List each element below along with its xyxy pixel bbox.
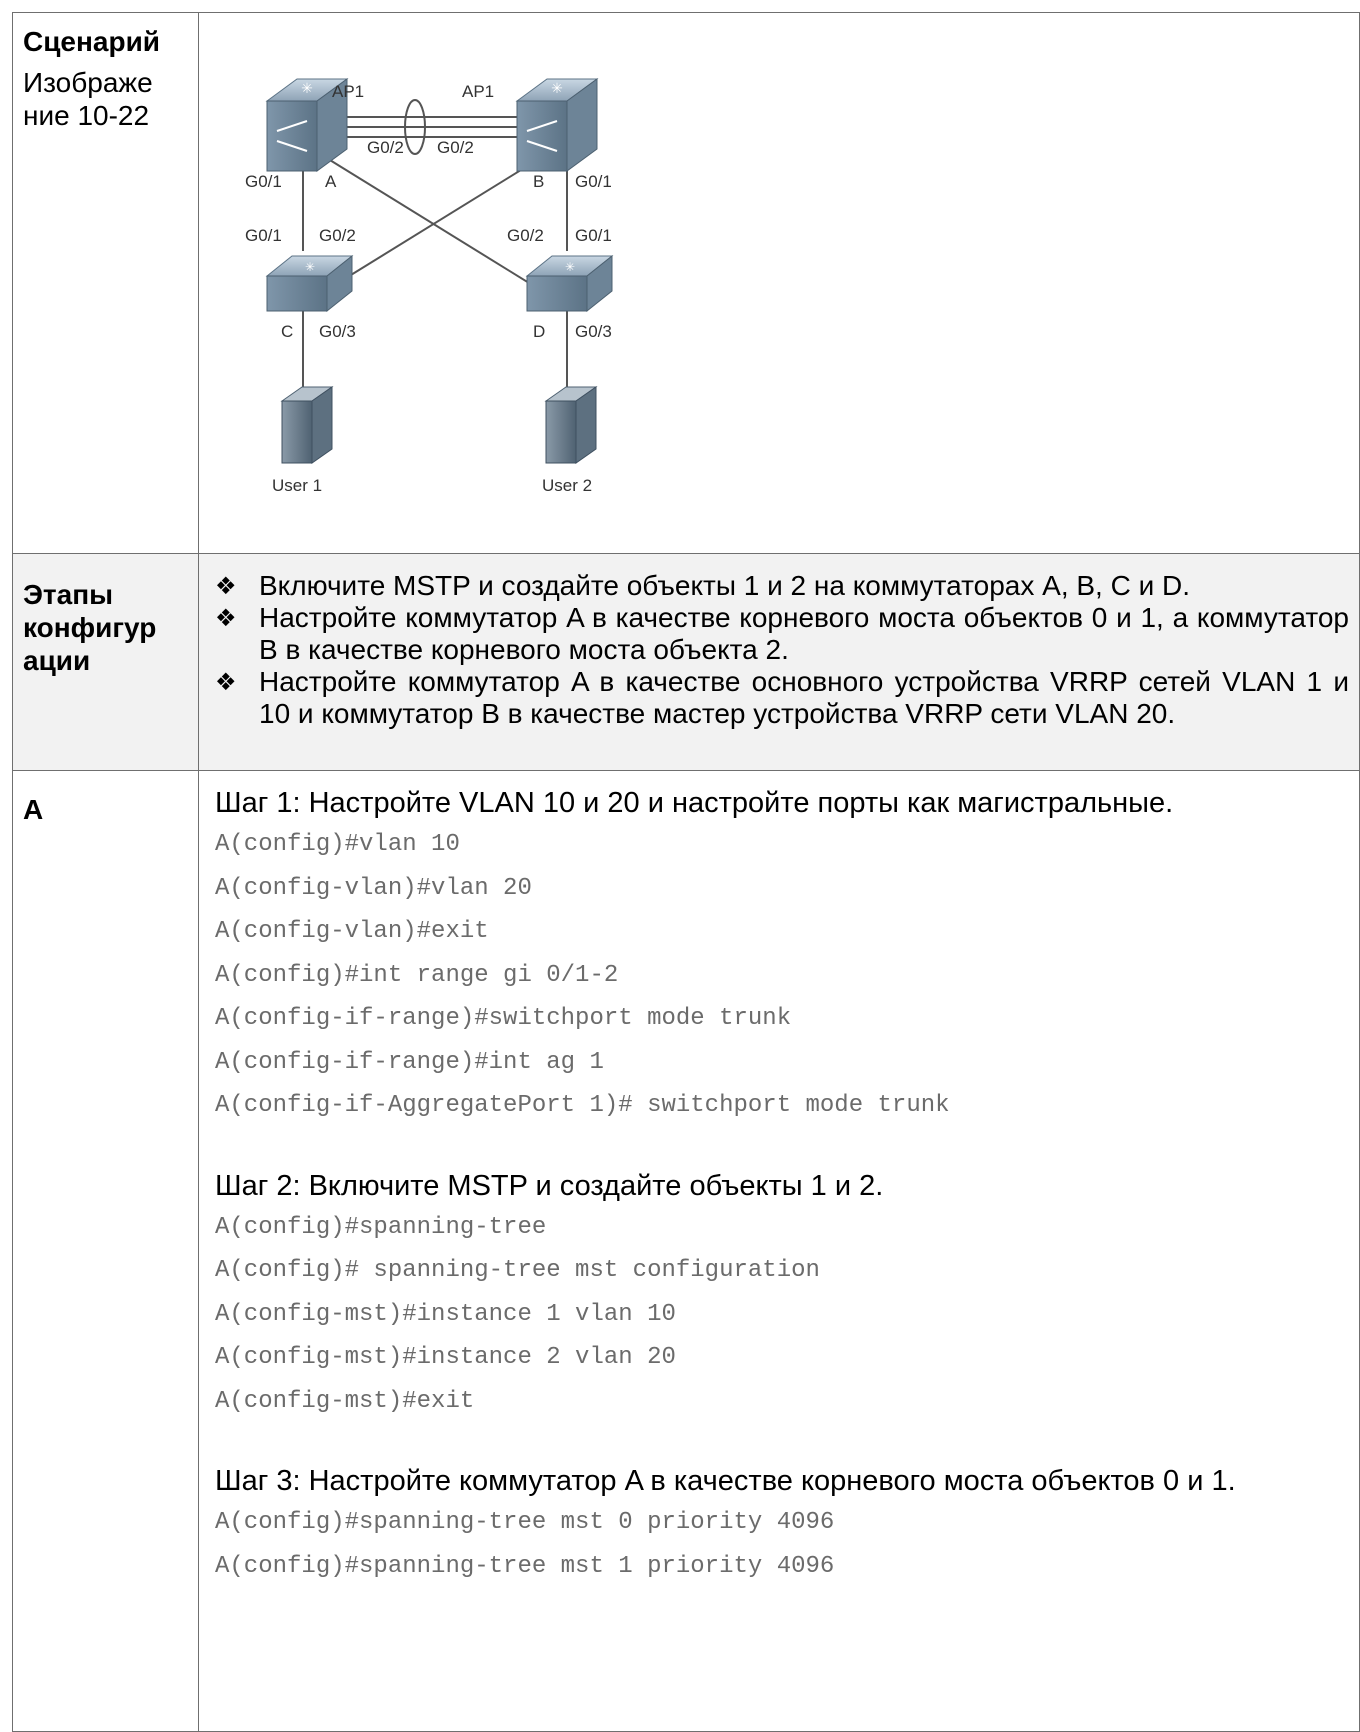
switch-b-label: B [533,172,544,191]
port-label-c-g02: G0/2 [319,226,356,245]
diamond-bullet-icon: ❖ [215,572,237,600]
port-label-d-g01: G0/1 [575,226,612,245]
device-a-row: A Шаг 1: Настройте VLAN 10 и 20 и настро… [12,770,1360,1732]
code-line: A(config)#spanning-tree mst 0 priority 4… [215,1509,835,1536]
user-2-label: User 2 [542,476,592,495]
config-steps-label-cell: Этапы конфигур ации [12,553,199,771]
scenario-figure-cell: ✳ ✳ ✳ [198,12,1360,554]
port-label-c-g03: G0/3 [319,322,356,341]
config-steps-list: ❖Включите MSTP и создайте объекты 1 и 2 … [199,554,1359,730]
ap1-label-right: AP1 [462,82,494,101]
scenario-label-cell: Сценарий Изображе ние 10-22 [12,12,199,554]
switch-d-label: D [533,322,545,341]
code-line: A(config-mst)#instance 1 vlan 10 [215,1300,676,1328]
device-a-content-cell: Шаг 1: Настройте VLAN 10 и 20 и настройт… [198,770,1360,1732]
ap1-bundle-ellipse [404,99,426,155]
switch-c-icon: ✳ [265,254,354,313]
network-topology-diagram: ✳ ✳ ✳ [245,78,614,495]
step-1-title: Шаг 1: Настройте VLAN 10 и 20 и настройт… [215,787,1174,819]
code-line: A(config-if-range)#int ag 1 [215,1048,604,1076]
code-line: A(config)#int range gi 0/1-2 [215,961,619,989]
svg-text:✳: ✳ [305,260,315,274]
list-item: ❖Настройте коммутатор A в качестве основ… [215,666,1349,729]
port-label-b-g02: G0/2 [437,138,474,157]
port-label-d-g02: G0/2 [507,226,544,245]
port-label-b-g01: G0/1 [575,172,612,191]
figure-caption-line-1: Изображе [23,67,153,98]
switch-d-icon: ✳ [525,254,614,313]
list-item: ❖Включите MSTP и создайте объекты 1 и 2 … [215,570,1191,601]
scenario-label: Сценарий [23,26,161,57]
code-line: A(config-if-AggregatePort 1)# switchport… [215,1092,950,1119]
code-line: A(config-vlan)#vlan 20 [215,874,532,902]
config-table: Сценарий Изображе ние 10-22 [12,12,1360,1732]
config-steps-content-cell: ❖Включите MSTP и создайте объекты 1 и 2 … [198,553,1360,771]
port-label-c-g01: G0/1 [245,226,282,245]
diamond-bullet-icon: ❖ [215,668,237,696]
config-steps-label-line-1: Этапы [23,579,114,610]
config-steps-label-line-2: конфигур [23,612,157,643]
step-3-title: Шаг 3: Настройте коммутатор A в качестве… [215,1465,1236,1497]
document-page: Сценарий Изображе ние 10-22 [12,12,1360,1732]
user-1-label: User 1 [272,476,322,495]
svg-text:✳: ✳ [301,80,313,96]
device-a-label-cell: A [12,770,199,1732]
code-line: A(config)#spanning-tree mst 1 priority 4… [215,1552,835,1580]
links [302,99,568,396]
list-item: ❖Настройте коммутатор A в качестве корне… [215,602,1349,665]
config-steps-row: Этапы конфигур ации ❖Включите MSTP и соз… [12,553,1360,771]
user-1-pc-icon [280,386,334,464]
code-line: A(config)# spanning-tree mst configurati… [215,1257,820,1284]
device-a-label: A [23,794,44,825]
code-line: A(config-vlan)#exit [215,918,489,945]
config-steps-label-line-3: ации [23,645,91,676]
ap1-label-left: AP1 [332,82,364,101]
switch-b-icon: ✳ [515,78,599,172]
switch-a-icon: ✳ [265,78,349,172]
port-label-a-g01: G0/1 [245,172,282,191]
diamond-bullet-icon: ❖ [215,604,237,632]
code-line: A(config)#vlan 10 [215,831,460,858]
port-label-d-g03: G0/3 [575,322,612,341]
svg-text:✳: ✳ [551,80,563,96]
switch-c-label: C [281,322,293,341]
code-line: A(config)#spanning-tree [215,1213,547,1241]
code-line: A(config-mst)#exit [215,1387,475,1415]
code-line: A(config-mst)#instance 2 vlan 20 [215,1344,676,1371]
step-2-title: Шаг 2: Включите MSTP и создайте объекты … [215,1169,884,1202]
figure-caption-line-2: ние 10-22 [23,100,150,131]
port-label-a-g02: G0/2 [367,138,404,157]
switch-a-label: A [325,172,337,191]
scenario-row: Сценарий Изображе ние 10-22 [12,12,1360,554]
code-line: A(config-if-range)#switchport mode trunk [215,1005,792,1032]
svg-text:✳: ✳ [565,260,575,274]
user-2-pc-icon [544,386,598,464]
